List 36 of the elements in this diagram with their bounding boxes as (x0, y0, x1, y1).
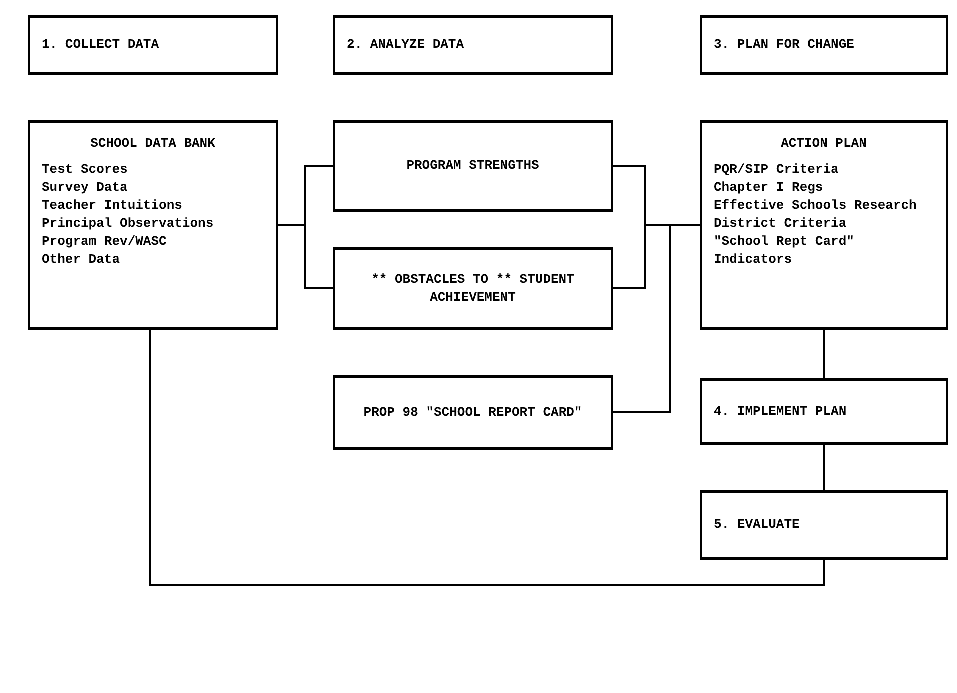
list-item: Program Rev/WASC (42, 233, 168, 251)
box-label: 2. ANALYZE DATA (347, 36, 466, 54)
box-label: PROP 98 "SCHOOL REPORT CARD" (364, 404, 582, 422)
step-box (700, 490, 948, 560)
list-item: PQR/SIP Criteria (714, 161, 840, 179)
process-box (700, 120, 948, 330)
box-label: 1. COLLECT DATA (42, 36, 160, 54)
list-item: Principal Observations (42, 215, 215, 233)
connector-line (613, 224, 700, 414)
connector-line (823, 445, 825, 490)
list-item: "School Rept Card" Indicators (714, 233, 856, 269)
box-label: ** OBSTACLES TO ** STUDENT ACHIEVEMENT (370, 270, 576, 306)
box-label: 3. PLAN FOR CHANGE (714, 36, 856, 54)
list-item: Other Data (42, 251, 122, 269)
box-label: 5. EVALUATE (714, 516, 801, 534)
list-item: Survey Data (42, 179, 129, 197)
connector-line (823, 330, 825, 378)
list-item: Chapter I Regs (714, 179, 824, 197)
list-item: Teacher Intuitions (42, 197, 184, 215)
list-item: Effective Schools Research (714, 197, 918, 215)
process-box (333, 247, 613, 330)
step-box (333, 15, 613, 75)
step-box (700, 378, 948, 445)
list-item: District Criteria (714, 215, 848, 233)
process-box (333, 120, 613, 212)
connector-line (150, 330, 825, 586)
process-box (28, 120, 278, 330)
step-box (28, 15, 278, 75)
step-box (700, 15, 948, 75)
box-label: PROGRAM STRENGTHS (406, 157, 540, 175)
box-heading: ACTION PLAN (780, 135, 868, 153)
process-box (333, 375, 613, 450)
connector-line (278, 224, 333, 290)
box-heading: SCHOOL DATA BANK (90, 135, 216, 153)
list-item: Test Scores (42, 161, 129, 179)
box-label: 4. IMPLEMENT PLAN (714, 402, 848, 420)
